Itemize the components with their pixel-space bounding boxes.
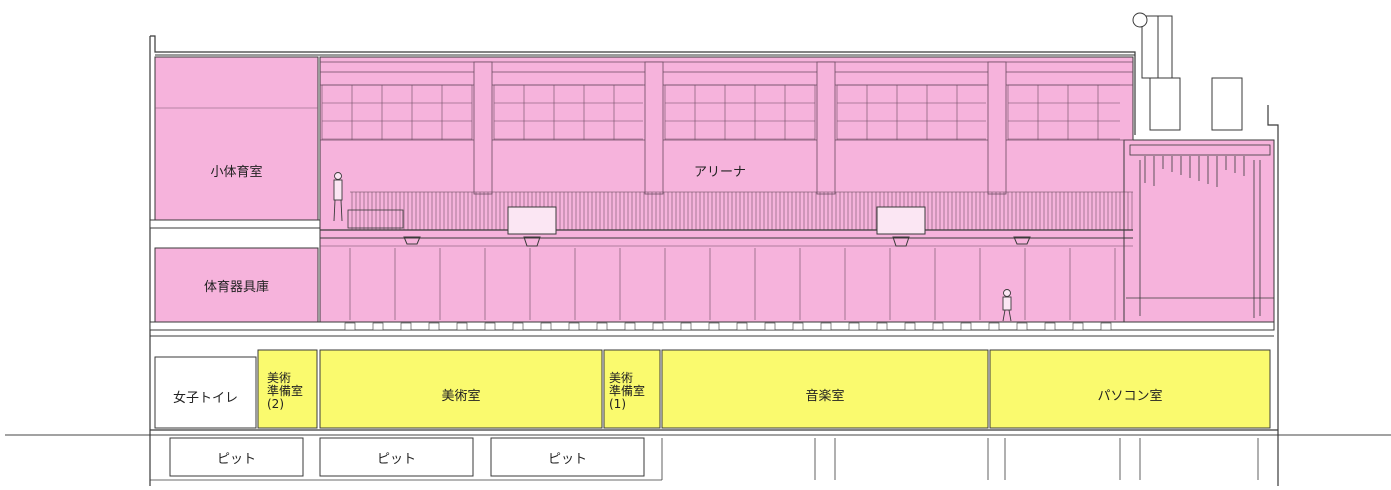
pit-1 [169,437,304,477]
label-art-prep-2: 美術 準備室 (2) [267,371,304,411]
rooftop-vent-cap [1132,12,1148,28]
human-figure-floor [1002,289,1012,322]
backboards [507,206,926,235]
pit-2 [319,437,474,477]
label-pc-room: パソコン室 [1097,389,1163,404]
zone-music-room [661,349,989,429]
zone-womens-toilet [154,356,257,429]
arena-windows [321,84,1120,140]
label-small-gym: 小体育室 [210,165,263,180]
stage-battens [1144,156,1245,187]
label-pit-2: ピット [376,452,416,467]
beam-blocks [344,322,1112,331]
stage-rigging [1126,144,1274,318]
gallery-bench [347,209,404,229]
hoops [403,236,1031,247]
zone-equipment-storage [154,247,319,323]
zone-art-room [319,349,603,429]
floor-slab-upper [149,219,321,229]
label-equipment-storage: 体育器具庫 [203,280,269,295]
zone-pc-room [989,349,1271,429]
label-pit-3: ピット [547,452,587,467]
building-outline [149,35,1279,487]
label-art-room: 美術室 [441,389,481,404]
label-arena: アリーナ [693,165,746,180]
zone-art-prep-1 [603,349,661,429]
label-pit-1: ピット [216,452,256,467]
label-womens-toilet: 女子トイレ [172,391,238,406]
rooftop-units [1141,15,1243,131]
pit-3 [490,437,645,477]
label-music-room: 音楽室 [805,389,845,404]
lower-wall-panels [349,248,1116,320]
zone-art-prep-2 [257,349,318,429]
foundation-lines [150,438,1259,481]
arena-columns [473,61,1007,195]
label-art-prep-1: 美術 準備室 (1) [609,371,646,411]
zone-small-gym [154,56,319,221]
human-figure-gallery [333,172,343,222]
